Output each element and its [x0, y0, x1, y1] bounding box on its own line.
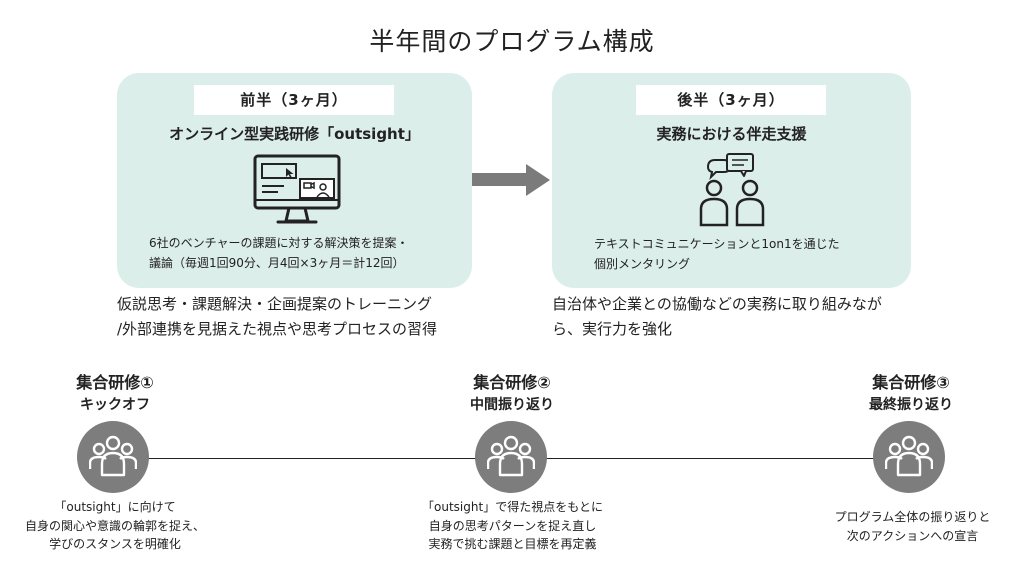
session1-description-line: 自身の関心や意識の輪郭を捉え、 [24, 518, 205, 533]
session2-subtitle: 中間振り返り [470, 397, 554, 413]
phase2-description: テキストコミュニケーションと1on1を通じた 個別メンタリング [594, 234, 894, 274]
session2-description: 「outsight」で得た視点をもとに 自身の思考パターンを捉え直し 実務で挑む… [400, 498, 625, 554]
session2-description-line: 「outsight」で得た視点をもとに [422, 500, 603, 514]
session2-name: 集合研修② [473, 373, 551, 392]
session1-description-line: 学びのスタンスを明確化 [49, 537, 181, 551]
session2-label: 集合研修② 中間振り返り [437, 372, 587, 416]
session3-name: 集合研修③ [872, 373, 950, 392]
session3-description: プログラム全体の振り返りと 次のアクションへの宣言 [800, 508, 1024, 545]
people-chat-icon [699, 153, 765, 227]
session1-label: 集合研修① キックオフ [40, 372, 190, 416]
phase1-panel: 前半（3ヶ月） オンライン型実践研修「outsight」 6社のベンチャーの課題… [117, 73, 472, 288]
session1-name: 集合研修① [76, 373, 154, 392]
session1-node [77, 421, 149, 493]
phase2-tag: 後半（3ヶ月） [636, 85, 826, 115]
phase1-summary-line: 仮説思考・課題解決・企画提案のトレーニング [117, 295, 433, 313]
session3-description-line: 次のアクションへの宣言 [846, 528, 979, 543]
monitor-video-call-icon [253, 154, 341, 224]
session3-description-line: プログラム全体の振り返りと [834, 510, 991, 524]
group-icon [885, 435, 933, 477]
phase2-panel: 後半（3ヶ月） 実務における伴走支援 テキストコミュニケーションと1on1を通じ… [552, 73, 911, 288]
session1-description: 「outsight」に向けて 自身の関心や意識の輪郭を捉え、 学びのスタンスを明… [0, 498, 230, 554]
phase1-summary-line: /外部連携を見据えた視点や思考プロセスの習得 [117, 320, 438, 338]
phase2-title: 実務における伴走支援 [656, 125, 807, 143]
phase1-summary: 仮説思考・課題解決・企画提案のトレーニング /外部連携を見据えた視点や思考プロセ… [117, 292, 477, 342]
phase1-description: 6社のベンチャーの課題に対する解決策を提案・ 議論（毎週1回90分、月4回×3ヶ… [149, 233, 459, 273]
page-title: 半年間のプログラム構成 [369, 27, 655, 56]
phase2-description-line: テキストコミュニケーションと1on1を通じた [594, 237, 840, 251]
session3-subtitle: 最終振り返り [869, 397, 953, 413]
phase1-tag: 前半（3ヶ月） [194, 85, 394, 115]
right-arrow-icon [472, 164, 550, 196]
phase2-summary: 自治体や企業との協働などの実務に取り組みなが ら、実行力を強化 [552, 292, 924, 342]
session3-label: 集合研修③ 最終振り返り [836, 372, 986, 416]
phase2-summary-line: 自治体や企業との協働などの実務に取り組みなが [552, 295, 882, 313]
group-icon [89, 435, 137, 477]
session2-description-line: 自身の思考パターンを捉え直し [428, 518, 597, 533]
phase1-description-line: 議論（毎週1回90分、月4回×3ヶ月＝計12回） [149, 256, 405, 270]
phase2-description-line: 個別メンタリング [594, 257, 691, 271]
group-icon [487, 435, 535, 477]
session3-node [873, 421, 945, 493]
session1-description-line: 「outsight」に向けて [54, 500, 176, 514]
phase1-title: オンライン型実践研修「outsight」 [169, 125, 420, 143]
session2-description-line: 実務で挑む課題と目標を再定義 [428, 537, 597, 551]
session1-subtitle: キックオフ [80, 397, 150, 413]
session2-node [475, 421, 547, 493]
phase2-summary-line: ら、実行力を強化 [552, 320, 673, 338]
phase1-description-line: 6社のベンチャーの課題に対する解決策を提案・ [149, 236, 409, 250]
